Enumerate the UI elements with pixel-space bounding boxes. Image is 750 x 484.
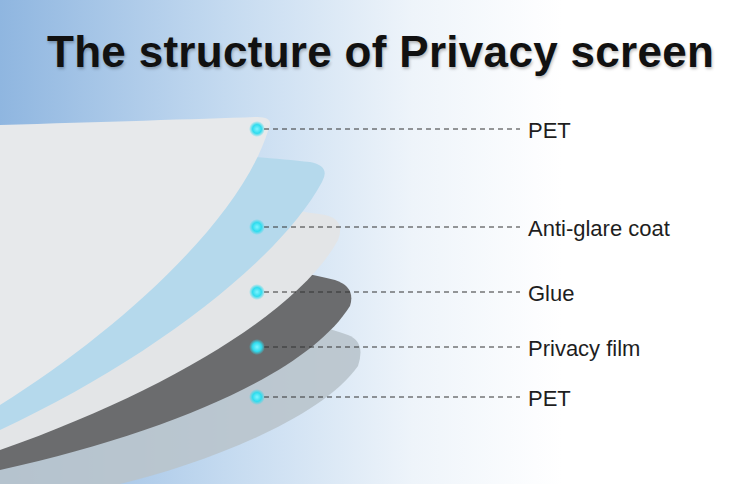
leader-line	[264, 227, 520, 228]
title: The structure of Privacy screen	[47, 27, 714, 77]
leader-line	[264, 397, 520, 398]
leader-line	[264, 347, 520, 348]
marker-dot	[249, 121, 265, 137]
layer-label: PET	[528, 118, 571, 144]
marker-dot	[249, 219, 265, 235]
layer-label: Glue	[528, 281, 574, 307]
marker-dot	[249, 389, 265, 405]
layer-label: Anti-glare coat	[528, 216, 670, 242]
marker-dot	[249, 284, 265, 300]
leader-line	[264, 129, 520, 130]
layer-label: Privacy film	[528, 336, 640, 362]
pet-top-layer	[0, 117, 270, 405]
marker-dot	[249, 339, 265, 355]
leader-line	[264, 292, 520, 293]
layer-label: PET	[528, 386, 571, 412]
